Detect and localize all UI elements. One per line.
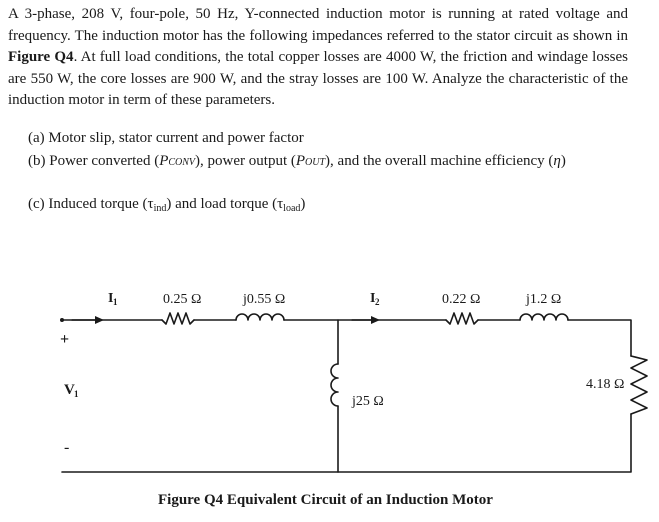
i1-label: I: [108, 291, 113, 306]
tau-ind-symbol: τ: [147, 196, 154, 212]
xm-label: j25 Ω: [351, 394, 384, 409]
load-resistor-label: 4.18 Ω: [586, 377, 624, 392]
i2-label: I: [370, 291, 375, 306]
x1-label: j0.55 Ω: [242, 292, 285, 307]
right-wire-bottom: [61, 413, 632, 473]
x2-label: j1.2 Ω: [525, 292, 561, 307]
figure-reference: Figure Q4: [8, 49, 74, 65]
r1-resistor: [161, 312, 195, 325]
tau-ind-subscript: ind: [153, 203, 167, 214]
problem-statement: A 3-phase, 208 V, four-pole, 50 Hz, Y-co…: [8, 4, 628, 112]
i2-subscript: 2: [375, 297, 380, 307]
v1-label: V: [64, 382, 75, 398]
pconv-symbol: P: [159, 153, 169, 169]
eta-symbol: η: [553, 153, 561, 169]
minus-sign: -: [64, 439, 69, 456]
i1-arrow-head: [95, 316, 104, 324]
i2-arrow-head: [371, 316, 380, 324]
equivalent-circuit-diagram: I 1 I 2 0.25 Ω j0.55 Ω 0.22 Ω j1.2 Ω j25…: [60, 291, 648, 473]
problem-text-2: . At full load conditions, the total cop…: [8, 49, 628, 108]
v1-subscript: 1: [74, 389, 79, 399]
part-c: (c) Induced torque (τind) and load torqu…: [28, 196, 306, 214]
figure-caption: Figure Q4 Equivalent Circuit of an Induc…: [158, 492, 493, 508]
pconv-subscript: CONV: [168, 157, 196, 168]
tau-load-subscript: load: [283, 203, 301, 214]
magnetizing-inductor: [330, 363, 339, 407]
load-resistor: [630, 355, 648, 415]
r2-label: 0.22 Ω: [442, 292, 480, 307]
x2-inductor: [519, 313, 569, 321]
plus-sign: +: [60, 331, 69, 348]
top-wire-right: [567, 319, 632, 357]
i1-subscript: 1: [113, 297, 118, 307]
pout-subscript: OUT: [305, 157, 326, 168]
x1-inductor: [235, 313, 285, 321]
part-a: (a) Motor slip, stator current and power…: [28, 130, 304, 146]
r2-resistor: [445, 312, 479, 325]
r1-label: 0.25 Ω: [163, 292, 201, 307]
problem-text-1: A 3-phase, 208 V, four-pole, 50 Hz, Y-co…: [8, 6, 628, 44]
part-b: (b) Power converted (PCONV), power outpu…: [28, 153, 566, 169]
tau-load-symbol: τ: [277, 196, 284, 212]
pout-symbol: P: [295, 153, 306, 169]
terminal-top: [60, 318, 64, 322]
